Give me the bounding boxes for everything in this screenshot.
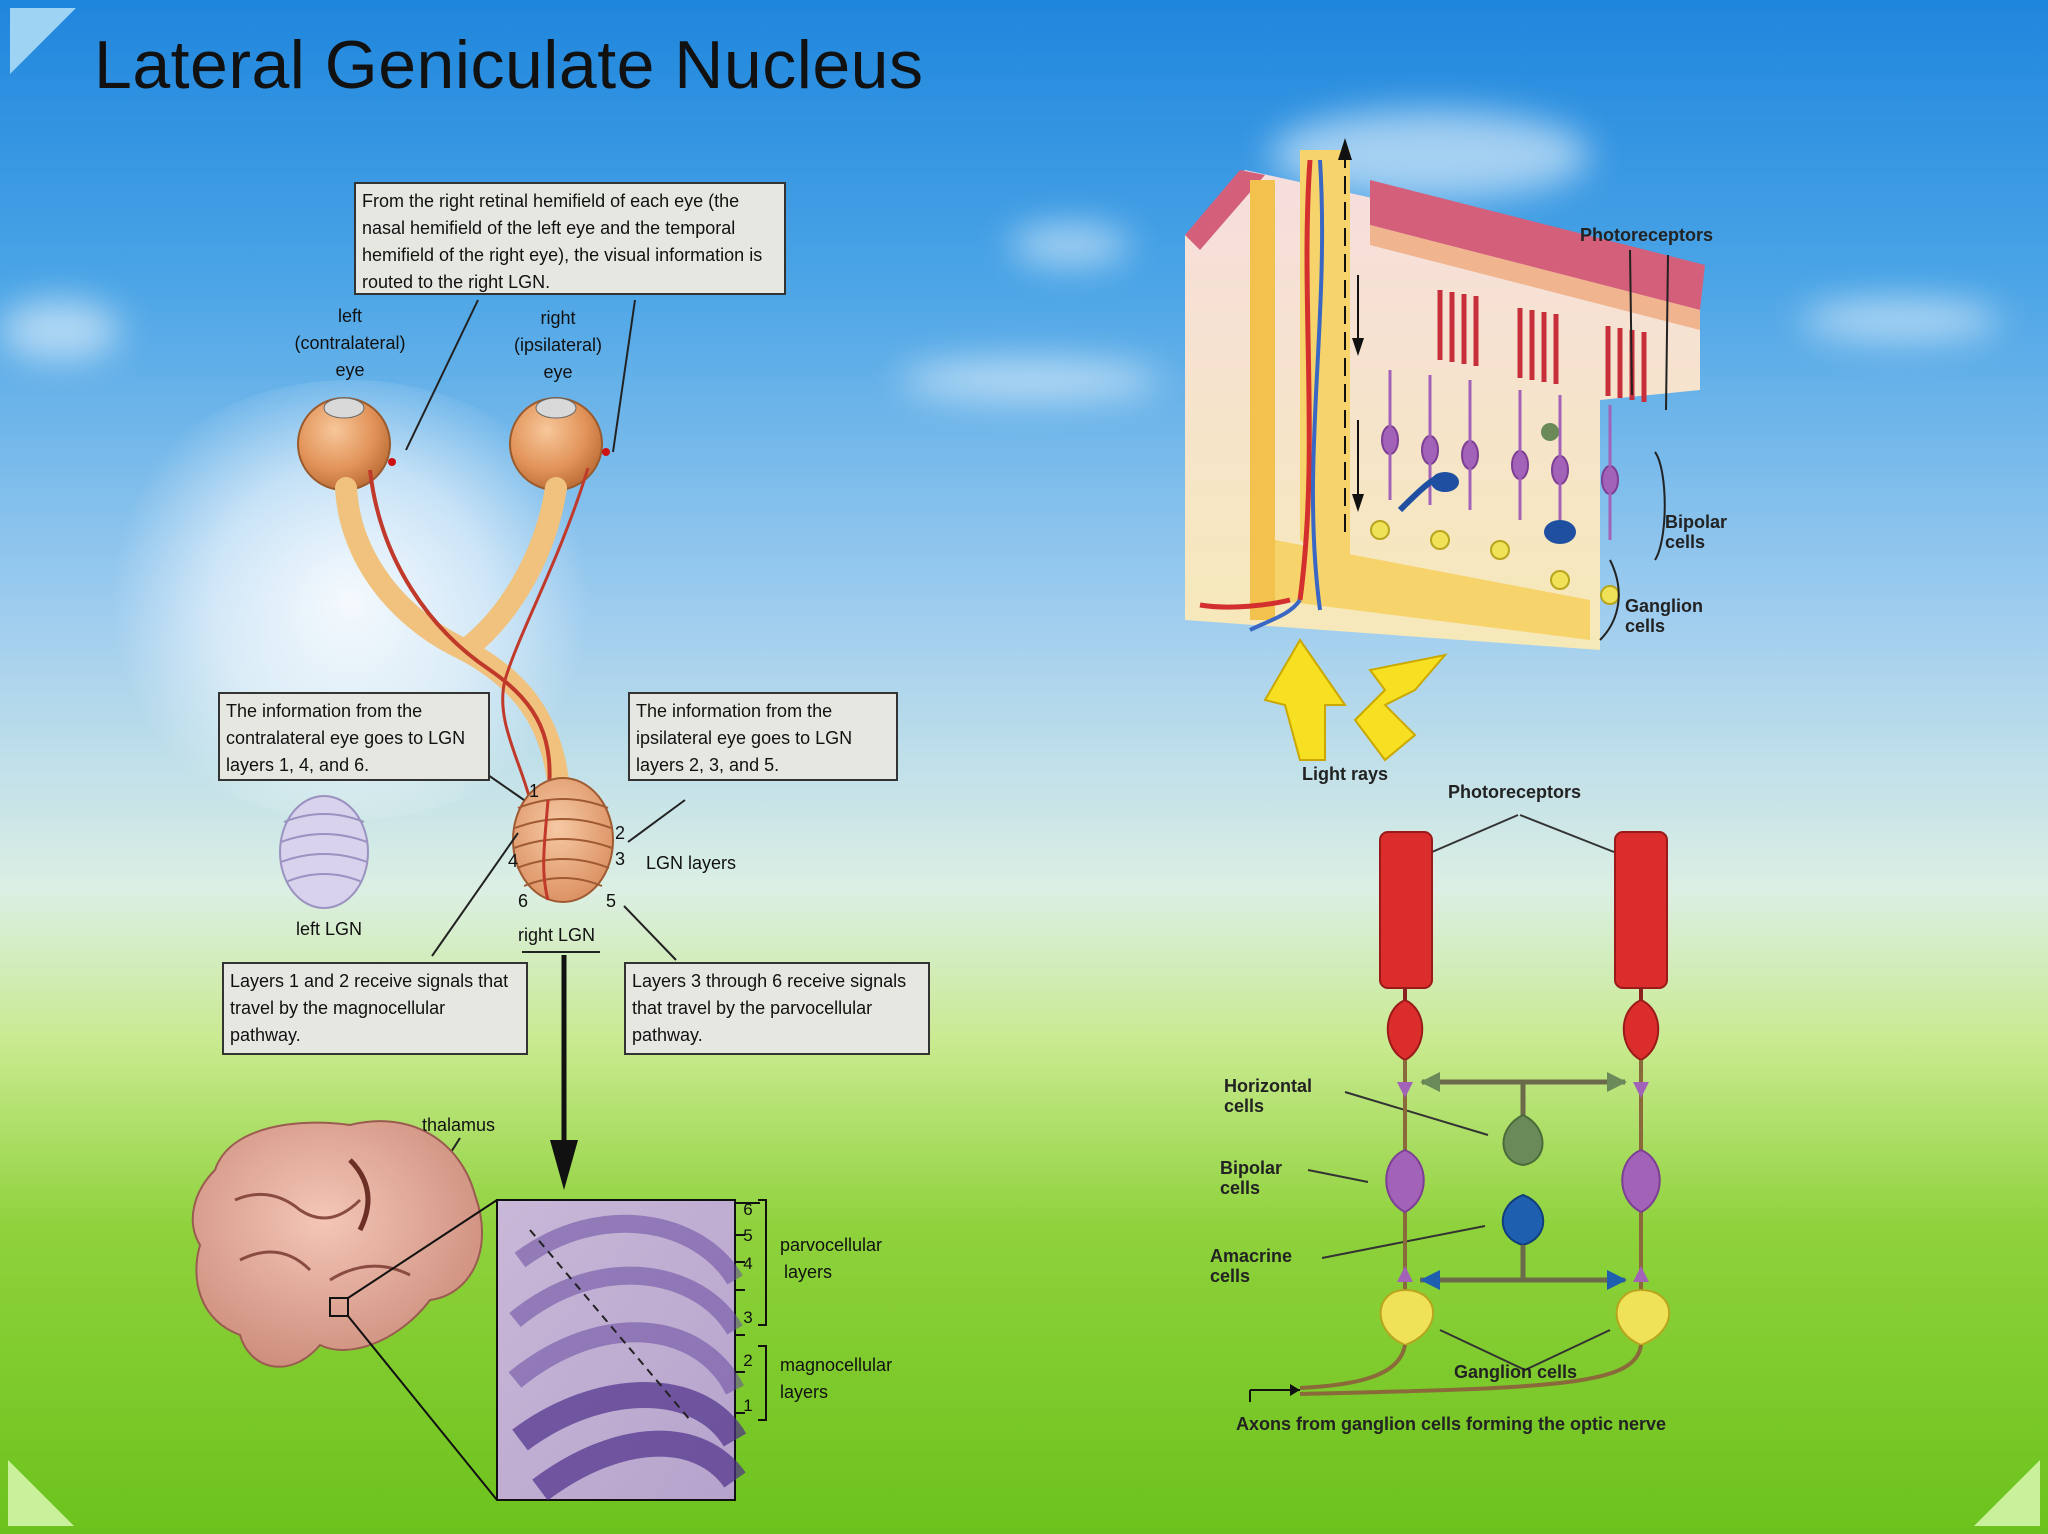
- magnocellular-caption: Layers 1 and 2 receive signals that trav…: [222, 962, 528, 1055]
- top-caption: From the right retinal hemifield of each…: [354, 182, 786, 295]
- contralateral-caption: The information from the contralateral e…: [218, 692, 490, 781]
- amacrine-cells-label: Amacrine cells: [1210, 1246, 1293, 1286]
- optic-tract: [454, 477, 567, 661]
- brain-graphic: [191, 1120, 498, 1501]
- optic-pathway-red: [501, 467, 590, 801]
- section-tick-3: 3: [743, 1308, 753, 1327]
- light-rays-label: Light rays: [1302, 764, 1389, 784]
- left-lgn-label: left LGN: [296, 919, 363, 939]
- ipsilateral-caption: The information from the ipsilateral eye…: [628, 692, 898, 781]
- left-eye-label: left (contralateral) eye: [294, 306, 406, 380]
- section-tick-6: 6: [743, 1200, 753, 1219]
- left-eye: [297, 397, 396, 491]
- section-tick-1: 1: [743, 1396, 753, 1415]
- lgn-section-graphic: [496, 1199, 767, 1501]
- lgn-layers-label: LGN layers: [646, 853, 737, 873]
- layer-number-2: 2: [614, 823, 625, 843]
- section-tick-5: 5: [743, 1226, 753, 1245]
- right-eye-label: right (ipsilateral) eye: [513, 308, 603, 382]
- right-eye: [509, 397, 610, 491]
- retina-ganglion-label: Ganglion cells: [1625, 596, 1703, 636]
- cloud: [1010, 225, 1130, 265]
- thalamus-label: thalamus: [422, 1115, 496, 1135]
- optic-pathway-red: [368, 469, 552, 801]
- optic-nerve-axons-label: Axons from ganglion cells forming the op…: [1236, 1414, 1667, 1434]
- ganglion-cells-label: Ganglion cells: [1454, 1362, 1578, 1382]
- bipolar-cells-label: Bipolar cells: [1220, 1158, 1283, 1198]
- layer-number-3: 3: [614, 849, 625, 869]
- cloud: [0, 300, 120, 360]
- retina-photoreceptors-label: Photoreceptors: [1580, 225, 1714, 245]
- horizontal-cells-label: Horizontal cells: [1224, 1076, 1312, 1116]
- magnocellular-layers-label: magnocellular layers: [780, 1355, 893, 1402]
- corner-triangle-bottom-right: [1974, 1460, 2040, 1526]
- layer-number-6: 6: [517, 891, 528, 911]
- right-lgn-graphic: [512, 777, 614, 903]
- layer-number-1: 1: [528, 781, 539, 801]
- section-tick-4: 4: [743, 1254, 753, 1273]
- arrow-head: [550, 1140, 578, 1190]
- section-tick-2: 2: [743, 1351, 753, 1370]
- corner-triangle-top-left: [10, 8, 76, 74]
- cloud: [900, 360, 1160, 400]
- right-lgn-label: right LGN: [518, 925, 596, 945]
- retinal-circuit: [1249, 814, 1671, 1402]
- light-ray-arrow: [1263, 638, 1347, 761]
- retina-bipolar-label: Bipolar cells: [1665, 512, 1728, 552]
- circuit-photoreceptors-label: Photoreceptors: [1448, 782, 1582, 802]
- layer-number-4: 4: [507, 851, 518, 871]
- layer-number-5: 5: [605, 891, 616, 911]
- cloud: [1800, 300, 2000, 340]
- slide-title: Lateral Geniculate Nucleus: [94, 27, 924, 103]
- light-ray-arrow: [1353, 653, 1448, 762]
- parvocellular-layers-label: parvocellular layers: [780, 1235, 883, 1282]
- left-lgn-graphic: [279, 795, 369, 909]
- retina-cross-section: [1185, 138, 1705, 650]
- parvocellular-caption: Layers 3 through 6 receive signals that …: [624, 962, 930, 1055]
- corner-triangle-bottom-left: [8, 1460, 74, 1526]
